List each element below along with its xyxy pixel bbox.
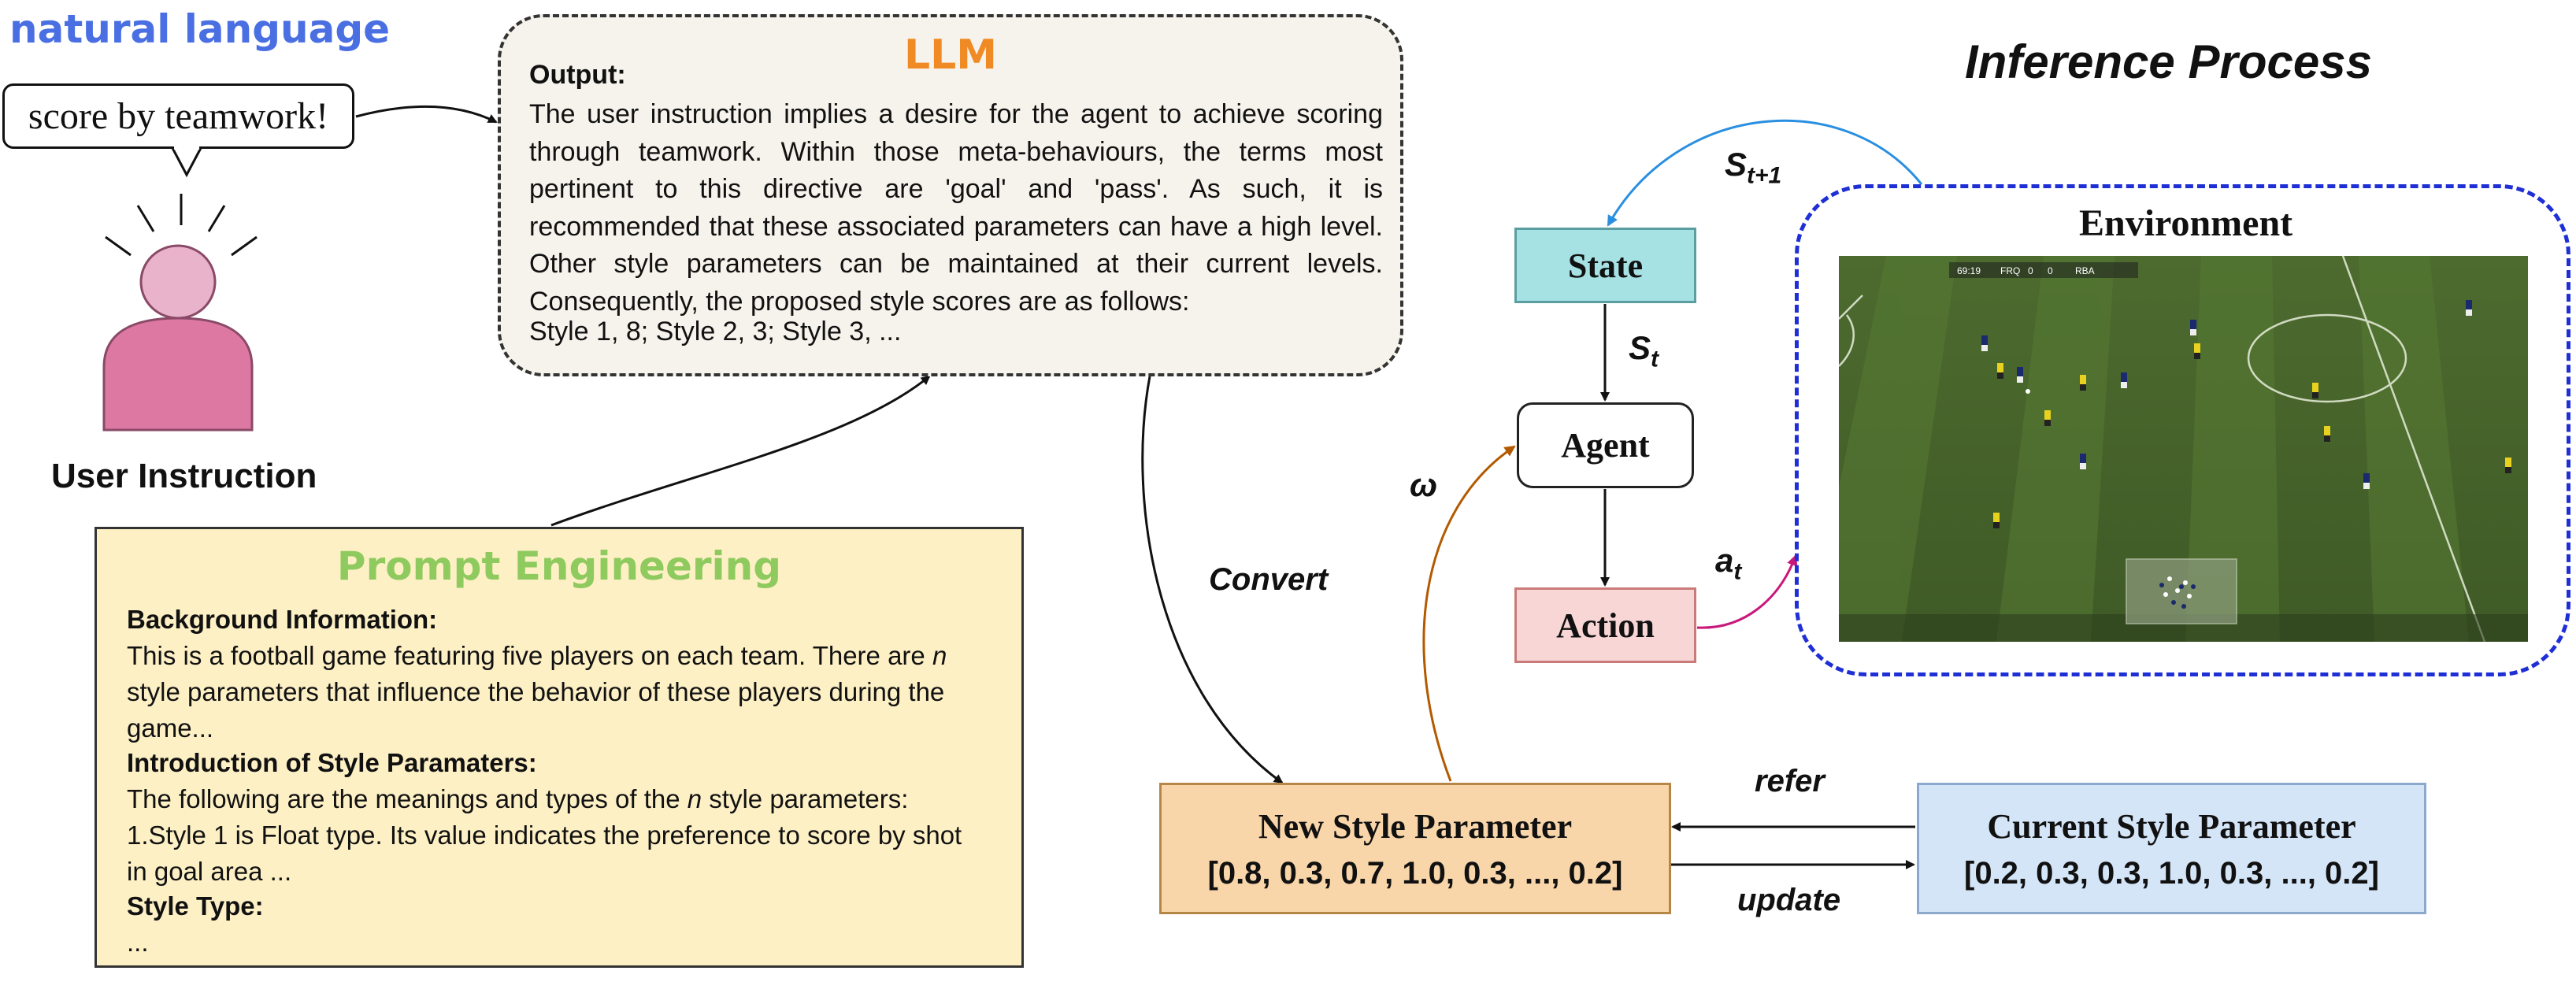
agent-box: Agent [1517,402,1694,488]
s-t-base: S [1629,329,1651,366]
football-field-image: 69:19 FRQ 0 0 RBA [1839,256,2528,642]
llm-box: LLM Output: The user instruction implies… [498,14,1403,376]
update-label: update [1737,883,1841,917]
llm-style-scores: Style 1, 8; Style 2, 3; Style 3, ... [529,317,902,346]
current-style-parameter-box: Current Style Parameter [0.2, 0.3, 0.3, … [1917,783,2426,914]
players-yellow [1993,343,2511,528]
prompt-title: Prompt Engineering [336,543,782,589]
intro-line-1: The following are the meanings and types… [127,784,908,814]
convert-label: Convert [1209,562,1329,597]
intro-line-1-tail: style parameters: [702,784,909,813]
ball [2026,389,2030,394]
natural-language-label: natural language [9,6,391,52]
environment-box [1795,184,2570,676]
instruction-arrow [355,105,498,124]
environment-title: Environment [2079,202,2293,244]
game-screenshot: 69:19 FRQ 0 0 RBA [1839,256,2528,642]
omega-arrow [1422,445,1516,782]
refer-label: refer [1755,764,1825,798]
scoreboard-score1: 0 [2028,265,2033,276]
convert-arrow [1141,376,1284,784]
speech-bubble: score by teamwork! [2,83,354,149]
action-to-env-arrow [1696,554,1798,629]
current-style-parameter-title: Current Style Parameter [1987,806,2356,846]
speech-text: score by teamwork! [28,95,329,137]
action-box: Action [1514,587,1696,663]
inference-process-title: Inference Process [1965,35,2372,88]
scoreboard-team2: RBA [2075,265,2095,276]
intro-line-2: 1.Style 1 is Float type. Its value indic… [127,821,962,850]
llm-output-heading: Output: [529,60,626,90]
state-label: State [1567,246,1644,285]
intro-line-1-text: The following are the meanings and types… [127,784,688,813]
background-line-1: This is a football game featuring five p… [127,641,947,671]
s-t1-base: S [1725,146,1748,183]
scoreboard-time: 69:19 [1957,265,1981,276]
scoreboard-team1: FRQ [2000,265,2020,276]
intro-line-3: in goal area ... [127,857,292,886]
speech-tail [171,146,202,178]
state-box: State [1514,228,1696,303]
new-style-parameter-box: New Style Parameter [0.8, 0.3, 0.7, 1.0,… [1159,783,1671,914]
background-heading: Background Information: [127,605,438,634]
s-t-sub: t [1651,346,1659,372]
scoreboard-score2: 0 [2048,265,2053,276]
s-t-label: St [1629,329,1659,372]
n-symbol: n [932,641,947,670]
background-line-1-text: This is a football game featuring five p… [127,641,932,670]
omega-label: ω [1410,466,1438,503]
s-t1-sub: t+1 [1747,162,1782,189]
current-style-parameter-values: [0.2, 0.3, 0.3, 1.0, 0.3, ..., 0.2] [1964,855,2379,891]
background-line-3: game... [127,713,214,743]
a-t-sub: t [1733,558,1742,585]
intro-heading: Introduction of Style Paramaters: [127,748,537,777]
n-symbol: n [687,784,702,813]
prompt-to-llm-arrow [550,375,931,527]
llm-title: LLM [903,31,997,79]
a-t-label: at [1715,542,1741,585]
action-label: Action [1556,606,1655,645]
new-style-parameter-values: [0.8, 0.3, 0.7, 1.0, 0.3, ..., 0.2] [1207,855,1623,891]
s-t1-label: St+1 [1725,146,1781,189]
env-to-state-arrow [1607,119,1923,227]
style-type-text: ... [127,928,149,957]
agent-label: Agent [1561,426,1650,465]
user-icon [102,194,258,432]
llm-output-text: The user instruction implies a desire fo… [529,99,1383,317]
prompt-engineering-box: Prompt Engineering Background Informatio… [95,527,1024,968]
background-line-2: style parameters that influence the beha… [127,677,945,706]
user-instruction-label: User Instruction [51,457,317,495]
style-type-heading: Style Type: [127,891,264,921]
players-blue [1981,300,2472,489]
a-t-base: a [1715,542,1734,579]
new-style-parameter-title: New Style Parameter [1258,806,1573,846]
